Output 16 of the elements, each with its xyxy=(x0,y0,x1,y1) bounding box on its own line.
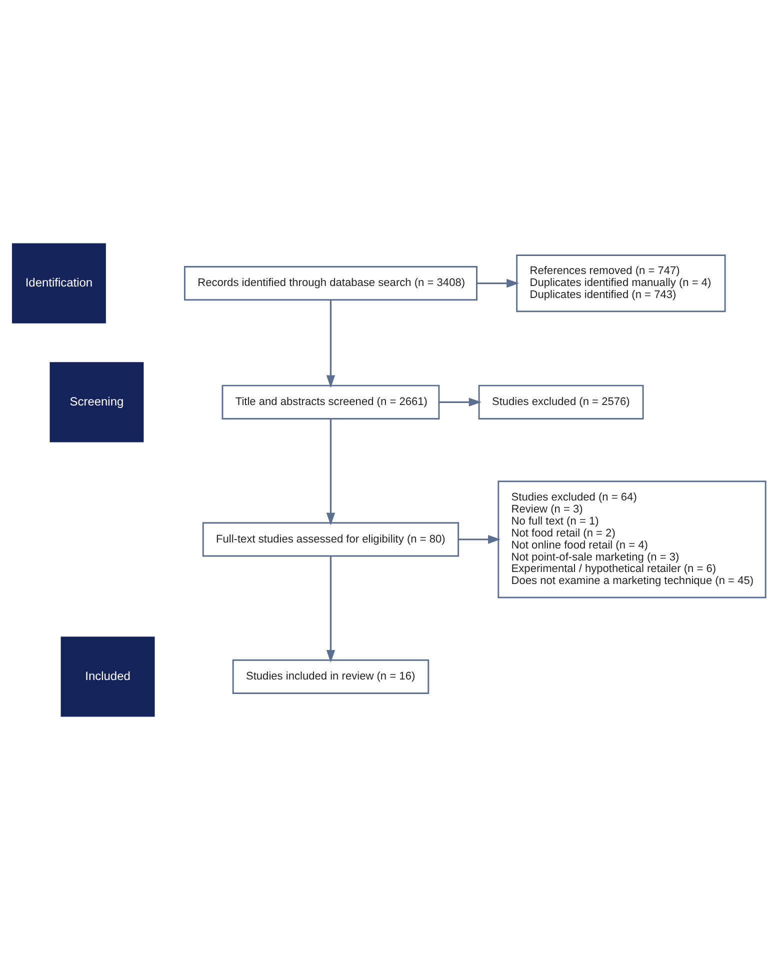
node-box: Identification xyxy=(12,243,106,324)
node-box: Screening xyxy=(50,362,144,442)
arrow xyxy=(326,556,336,663)
node-box: Studies excluded (n = 2576) xyxy=(478,384,644,420)
arrow xyxy=(476,278,520,288)
node-box: Studies excluded (n = 64) Review (n = 3) No full text (n = 1) Not food retail (n = 2) Not online food retail (n = 4) Not point-of-sale marketing (n = 3) Experimental / hypothetical retailer (n = 6) Does not examine a marketing technique (n = 45) xyxy=(498,480,766,598)
node-box: References removed (n = 747) Duplicates identified manually (n = 4) Duplicates identified (n = 743) xyxy=(516,254,726,312)
arrow xyxy=(458,535,501,544)
node-box: Studies included in review (n = 16) xyxy=(232,659,430,694)
node-box: Full-text studies assessed for eligibility (n = 80) xyxy=(202,522,460,557)
arrow xyxy=(326,418,336,526)
node-box: Title and abstracts screened (n = 2661) xyxy=(222,384,440,420)
node-box: Included xyxy=(60,636,155,717)
arrow xyxy=(326,300,336,388)
node-box: Records identified through database search (n = 3408) xyxy=(184,266,478,301)
arrow xyxy=(439,398,482,407)
